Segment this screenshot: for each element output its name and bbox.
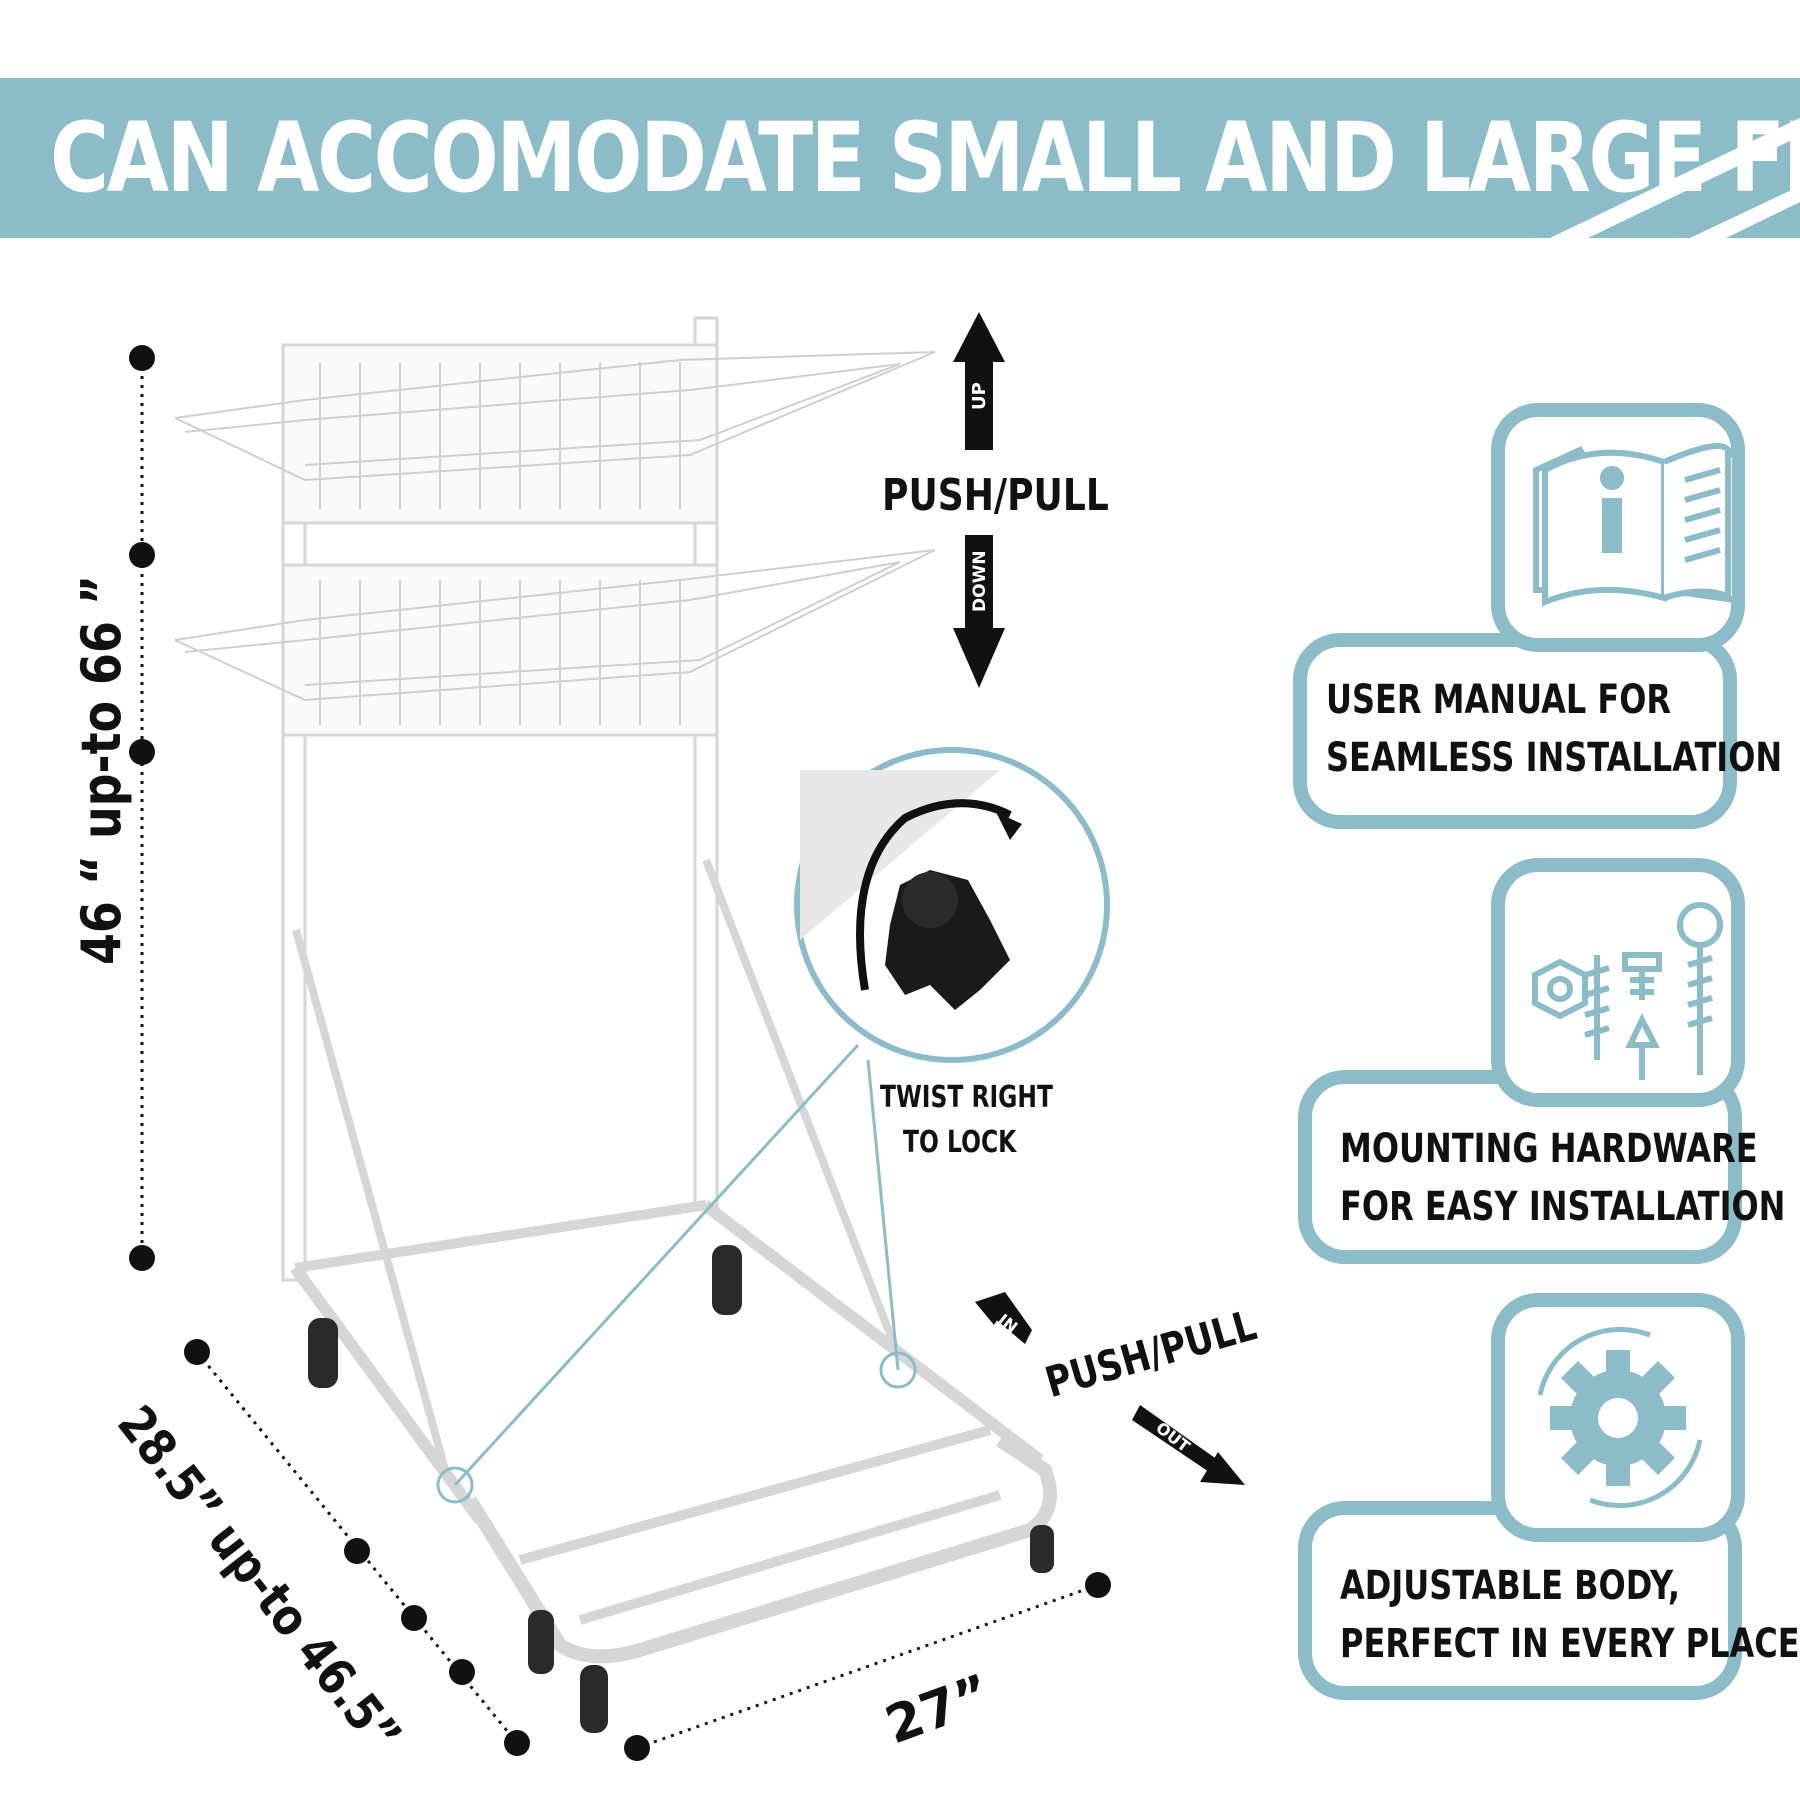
feature-manual-line2: SEAMLESS INSTALLATION bbox=[1326, 735, 1783, 781]
depth-push-pull-arrow bbox=[975, 1292, 1245, 1485]
feature-manual-line1: USER MANUAL FOR bbox=[1326, 677, 1672, 723]
caster-wheels bbox=[308, 1245, 1054, 1733]
title-banner: CAN ACCOMODATE SMALL AND LARGE FILES bbox=[0, 78, 1800, 238]
height-dimension-line bbox=[129, 345, 155, 1271]
vertical-push-pull-arrow bbox=[953, 312, 1005, 688]
banner-title: CAN ACCOMODATE SMALL AND LARGE FILES bbox=[50, 102, 1800, 214]
knob-icon bbox=[885, 870, 1010, 1010]
height-dimension-label: 46 “ up-to 66 ” bbox=[70, 574, 133, 965]
down-arrow-label: DOWN bbox=[970, 550, 990, 612]
knob-callout-circle bbox=[436, 747, 1110, 1504]
depth-dimension-line bbox=[184, 1339, 530, 1756]
twist-lock-line1: TWIST RIGHT bbox=[880, 1080, 1053, 1115]
feature-adjustable-line1: ADJUSTABLE BODY, bbox=[1340, 1563, 1681, 1609]
height-push-pull-caption: PUSH/PULL bbox=[882, 470, 1109, 521]
width-dimension-line bbox=[624, 1572, 1111, 1761]
up-arrow-label: UP bbox=[969, 382, 990, 410]
twist-lock-line2: TO LOCK bbox=[903, 1125, 1017, 1160]
cart-frame bbox=[174, 316, 1057, 1664]
feature-hardware-line1: MOUNTING HARDWARE bbox=[1340, 1126, 1758, 1172]
banner-stripes bbox=[1550, 118, 1800, 238]
feature-adjustable-line2: PERFECT IN EVERY PLACE bbox=[1340, 1621, 1800, 1667]
feature-hardware-line2: FOR EASY INSTALLATION bbox=[1340, 1184, 1786, 1230]
